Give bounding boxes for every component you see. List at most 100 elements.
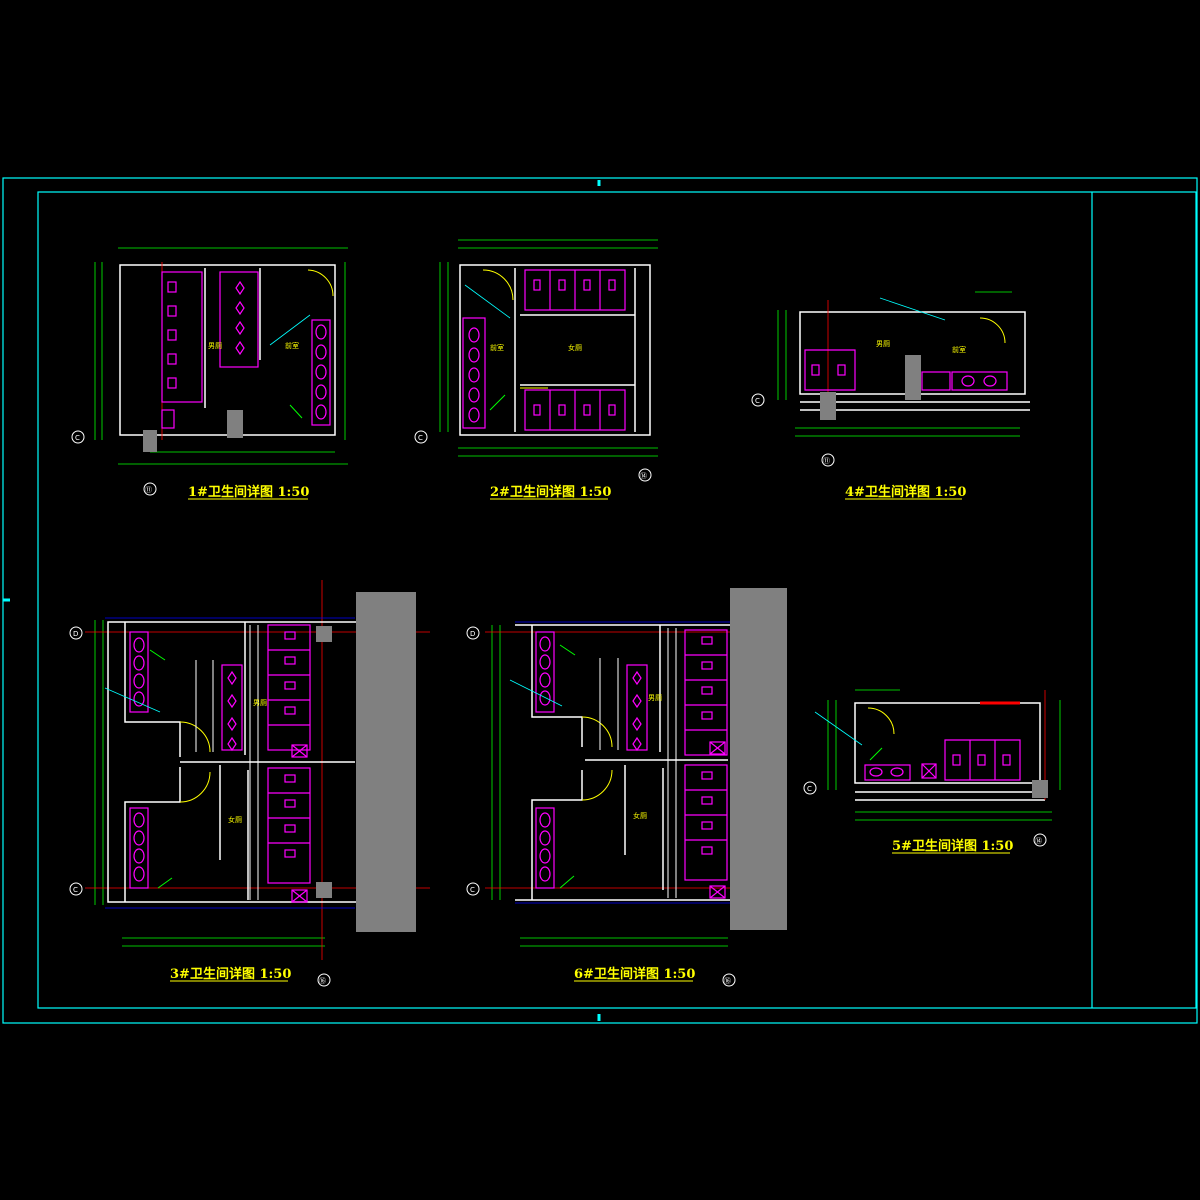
d4-room-label: 男厕 (876, 340, 890, 348)
d3-axis-bubble-d (69, 626, 83, 640)
d4-column (820, 392, 836, 420)
d2-room-label-2: 女厕 (568, 343, 582, 352)
d2-room-label: 前室 (490, 343, 504, 352)
d6-axis-label: ⑯ (724, 977, 731, 985)
d4-door-swing (979, 317, 1006, 344)
d2-axis-label: ⑭ (640, 472, 647, 480)
d4-room-label-2: 前室 (952, 345, 966, 354)
d1-column-2 (227, 410, 243, 438)
d3-fixtures (129, 624, 311, 903)
d6-room-label: 男厕 (648, 694, 662, 702)
drawing-1: 前室 男厕 C ⑪ 1#卫生间详图 1:50 (71, 247, 348, 500)
d6-adjacent-wall (730, 588, 787, 930)
d2-fixtures (462, 269, 626, 431)
d4-axis-bubble (821, 453, 835, 467)
d6-blue-lines (515, 621, 730, 904)
drawing-2: 前室 女厕 C ⑭ 2#卫生间详图 1:50 (414, 239, 658, 500)
d2-toilet-icon (533, 279, 541, 291)
d6-axis-bubble (722, 973, 736, 987)
d3-toilet-icon (284, 631, 296, 640)
d1-toilet-icon (167, 281, 177, 293)
d5-toilet-icon (952, 754, 961, 766)
d1-room-label: 前室 (285, 341, 299, 350)
d4-column-2 (905, 355, 921, 400)
d4-axis-bubble-c (751, 393, 765, 407)
d5-dimensions (827, 689, 1061, 821)
d3-column-bottom (316, 882, 332, 898)
drawing-4: 男厕 前室 C ⑪ 4#卫生间详图 1:50 (751, 291, 1030, 500)
d5-walls (854, 702, 1045, 801)
d3-axis-bubble-c (69, 882, 83, 896)
d2-axis-bubble (638, 468, 652, 482)
d4-title: 4#卫生间详图 1:50 (845, 484, 966, 500)
d6-dimensions (491, 625, 728, 947)
sheet-frame (2, 177, 1198, 1024)
d5-door-swing (867, 707, 895, 735)
d6-fixtures (535, 629, 728, 899)
d3-axis-label: ⑯ (319, 977, 326, 985)
inner-border (37, 191, 1197, 1009)
drawing-3: 男厕 女厕 D C ⑯ 3#卫生间详图 1:50 (69, 580, 430, 987)
d5-axis-label: ⑭ (1035, 837, 1042, 845)
d6-room-label-2: 女厕 (633, 811, 647, 820)
d6-partitions (599, 628, 677, 898)
d5-axis-bubble-c (803, 781, 817, 795)
d1-axis-bubble-c (71, 430, 85, 444)
d6-door-swings (581, 716, 613, 801)
drawing-5: C ⑭ 5#卫生间详图 1:50 (803, 689, 1061, 854)
d6-axis-label-d: D (470, 630, 475, 638)
d5-axis-bubble (1033, 833, 1047, 847)
drawing-6: 男厕 女厕 D C ⑯ 6#卫生间详图 1:50 (466, 588, 787, 987)
d6-axis-bubble-c (466, 882, 480, 896)
d2-walls (459, 264, 651, 436)
d1-fixtures (161, 271, 331, 429)
d2-basin-icon (468, 327, 480, 343)
d2-axis-label-c: C (418, 434, 423, 442)
d1-column (143, 430, 157, 452)
d3-title: 3#卫生间详图 1:50 (170, 966, 291, 982)
d3-room-label-2: 女厕 (228, 815, 242, 824)
d3-partitions (195, 625, 259, 900)
d1-room-label-2: 男厕 (208, 342, 222, 350)
d2-dimensions (439, 239, 658, 457)
d3-dimensions (94, 620, 325, 947)
d3-basin-icon (133, 637, 145, 653)
d3-blue-lines (105, 617, 355, 909)
d6-axis-lines (485, 631, 730, 889)
d1-axis-label: ⑪ (145, 486, 152, 494)
d6-basin-icon (539, 636, 551, 652)
d6-axis-bubble-d (466, 626, 480, 640)
d2-title: 2#卫生间详图 1:50 (490, 484, 611, 500)
d1-walls (119, 264, 336, 436)
d4-dimensions (777, 291, 1020, 437)
d6-title: 6#卫生间详图 1:50 (574, 966, 695, 982)
d3-column-top (316, 626, 332, 642)
d4-axis-label-c: C (755, 397, 760, 405)
d4-toilet-icon (811, 364, 820, 376)
d1-door-swing (307, 269, 334, 297)
d2-axis-bubble-c (414, 430, 428, 444)
d1-dimensions (94, 247, 348, 465)
d3-adjacent-wall (356, 592, 416, 932)
d2-door-swing (482, 269, 514, 301)
d6-axis-label-c: C (470, 886, 475, 894)
d3-room-label: 男厕 (253, 699, 267, 707)
d5-basin-icon (869, 767, 883, 777)
d3-axis-label-c: C (73, 886, 78, 894)
d3-door-swings (179, 721, 211, 803)
d6-walls (515, 624, 730, 901)
d3-axis-bubble (317, 973, 331, 987)
d3-walls (107, 621, 359, 903)
d5-axis-label-c: C (807, 785, 812, 793)
d1-title: 1#卫生间详图 1:50 (188, 484, 309, 500)
d1-axis-label-c: C (75, 434, 80, 442)
d6-toilet-icon (701, 636, 713, 645)
d5-title: 5#卫生间详图 1:50 (892, 838, 1013, 854)
d5-column (1032, 780, 1048, 798)
d4-axis-label: ⑪ (823, 457, 830, 465)
d4-basin-icon (961, 375, 975, 387)
d1-urinal-icon (315, 324, 327, 340)
d4-fixtures (804, 349, 1008, 391)
